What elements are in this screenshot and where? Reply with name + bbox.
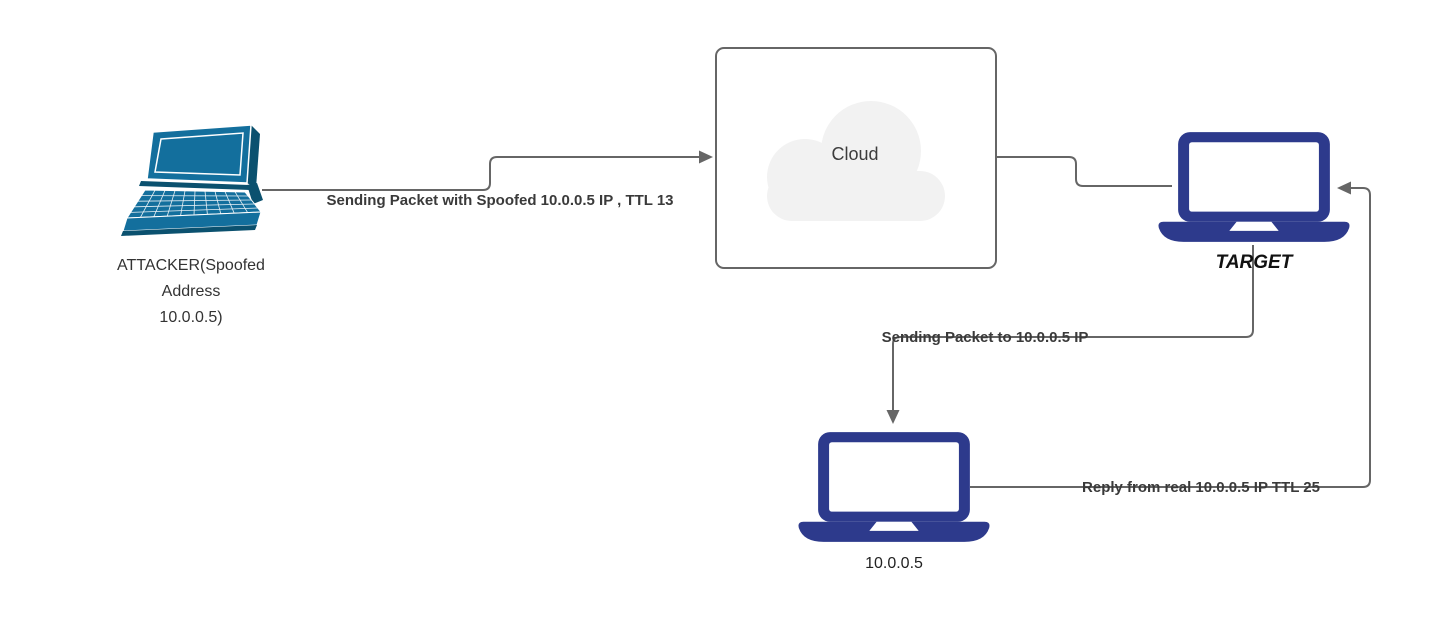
laptop-screen-bezel: [154, 132, 244, 176]
target-laptop-icon: [1158, 132, 1350, 242]
connector-attacker-to-cloud: [262, 156, 699, 191]
connector-cloud-to-target: [997, 156, 1172, 187]
laptop-hinge-tab: [247, 183, 263, 204]
laptop-notch: [869, 521, 919, 531]
real-host-laptop-icon: [798, 432, 990, 542]
attacker-label: ATTACKER(Spoofed Address 10.0.0.5): [117, 257, 265, 326]
laptop-screen-display: [829, 442, 959, 512]
laptop-hinge: [139, 181, 250, 190]
real-host-label: 10.0.0.5: [865, 555, 923, 572]
edge-label-attacker-to-cloud: Sending Packet with Spoofed 10.0.0.5 IP …: [326, 192, 674, 209]
connector-target-to-real-host: [892, 245, 1254, 410]
cloud-label: Cloud: [831, 144, 879, 164]
arrowhead-into-real-host: [886, 410, 900, 424]
laptop-screen: [146, 124, 252, 184]
edge-label-real-host-to-target: Reply from real 10.0.0.5 IP TTL 25: [1082, 479, 1320, 496]
laptop-base: [798, 521, 990, 542]
target-label: TARGET: [1215, 252, 1293, 273]
arrowhead-into-target: [1337, 181, 1351, 195]
laptop-notch: [1229, 221, 1279, 231]
laptop-screen-display: [1189, 142, 1319, 212]
cloud-icon: [767, 101, 945, 221]
attacker-laptop-icon: [121, 124, 263, 236]
laptop-base: [1158, 221, 1350, 242]
connector-real-host-to-target: [970, 187, 1371, 488]
edge-label-target-to-real-host: Sending Packet to 10.0.0.5 IP: [881, 329, 1089, 346]
arrowhead-into-cloud: [699, 150, 713, 164]
laptop-underside: [121, 225, 257, 236]
keyboard-grid: [130, 190, 258, 218]
